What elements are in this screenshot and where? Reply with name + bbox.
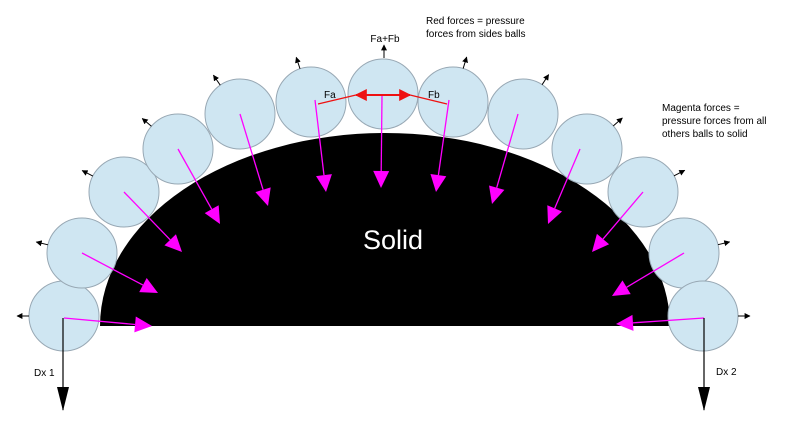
pressure-force-line [63,317,136,326]
pressure-force-line [496,113,519,188]
outward-arrows-group [16,56,751,319]
pressure-force-arrowhead [164,234,182,252]
pressure-force-line [123,191,171,241]
pressure-force-line [626,252,685,288]
label-dx1: Dx 1 [34,368,55,379]
outward-force-arrow [35,240,49,247]
pressure-force-arrowhead [373,170,390,188]
label-fb: Fb [428,90,440,101]
label-fa: Fa [324,90,336,101]
outward-force-arrow [141,118,152,127]
outward-force-arrow [717,240,731,247]
pressure-force-line [81,252,144,286]
outward-force-arrow [295,56,301,69]
pressure-force-arrowhead [547,205,563,224]
pressure-force-arrowhead [489,185,505,204]
pressure-force-arrowhead [592,233,610,252]
pressure-force-arrowhead [612,280,631,296]
pressure-force-line [602,191,644,240]
outward-force-arrow [213,74,221,86]
side-force-fb-line [409,94,448,105]
pressure-arrows-group [63,95,705,333]
outward-force-arrow [673,169,686,177]
pressure-force-line [239,113,264,190]
note-magenta-line1: Magenta forces = [662,103,740,114]
ball [487,78,559,150]
pressure-force-line [632,317,705,324]
ball [28,280,100,352]
pressure-force-arrowhead [139,278,158,293]
note-red-line2: forces from sides balls [426,29,525,40]
pressure-force-arrowhead [255,187,271,206]
pressure-force-arrowhead [316,174,332,192]
dx1-arrowhead [57,387,69,411]
side-force-fa-line [317,94,357,105]
note-magenta-line3: others balls to solid [662,129,748,140]
note-red-line1: Red forces = pressure [426,16,525,27]
pressure-force-line [177,148,213,210]
pressure-force-line [380,95,383,172]
note-magenta-line2: pressure forces from all [662,116,766,127]
outward-force-arrow [612,117,623,127]
solid-half-disc [100,133,670,326]
pressure-force-arrowhead [204,205,220,224]
ball [417,66,489,138]
ball [667,280,739,352]
dx2-arrowhead [698,387,710,411]
outward-force-arrow [462,56,468,69]
pressure-force-arrowhead [134,316,152,333]
pressure-force-arrowhead [430,174,447,192]
outward-force-arrow [541,74,550,85]
solid-label: Solid [363,225,423,255]
pressure-force-line [554,148,581,209]
outward-force-arrow [81,170,94,177]
ball [275,66,347,138]
label-dx2: Dx 2 [716,367,737,378]
pressure-force-line [437,99,450,176]
pressure-force-arrowhead [616,314,634,331]
label-fa-fb: Fa+Fb [370,34,400,45]
ball [551,113,623,185]
pressure-force-line [314,99,325,176]
